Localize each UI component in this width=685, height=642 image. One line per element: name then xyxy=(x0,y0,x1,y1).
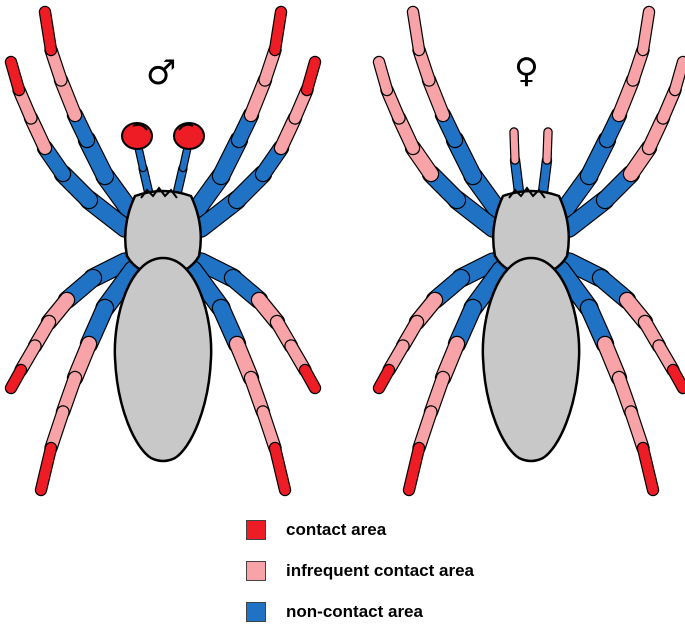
legend-swatch-infrequent xyxy=(246,561,266,581)
pedipalp-bulb xyxy=(121,122,153,150)
pedipalp-bulb xyxy=(173,122,205,150)
pedipalp-segment xyxy=(543,128,552,164)
legend-label: contact area xyxy=(286,520,387,539)
female-symbol: ♀ xyxy=(514,51,539,91)
spider-diagram xyxy=(4,5,685,497)
male-symbol: ♂ xyxy=(146,53,177,93)
leg-left-4-segment xyxy=(36,443,56,495)
pedipalp-segment xyxy=(180,147,190,171)
leg-right-4-segment xyxy=(270,443,290,495)
legend-item-infrequent: infrequent contact area xyxy=(246,560,474,582)
pedipalp-segment xyxy=(539,156,551,196)
leg-left-2-segment xyxy=(374,57,392,95)
leg-right-3-segment xyxy=(668,365,685,393)
leg-left-4-segment xyxy=(404,443,424,495)
leg-left-3-segment xyxy=(6,365,26,393)
pedipalp-segment xyxy=(511,156,523,196)
legend-item-contact: contact area xyxy=(246,519,474,541)
leg-left-2-segment xyxy=(6,57,24,95)
leg-right-2-segment xyxy=(670,57,685,95)
eye-region xyxy=(140,186,178,199)
leg-right-4-segment xyxy=(638,443,658,495)
leg-right-1-segment xyxy=(638,7,654,55)
leg-left-1-segment xyxy=(40,7,56,55)
legend-item-noncontact: non-contact area xyxy=(246,601,474,623)
legend-label: infrequent contact area xyxy=(286,561,474,580)
leg-right-3-segment xyxy=(300,365,320,393)
abdomen xyxy=(113,256,213,463)
leg-right-1-segment xyxy=(270,7,286,55)
leg-right-4-segment xyxy=(257,406,281,454)
leg-left-4-segment xyxy=(413,406,437,454)
pedipalp-segment xyxy=(510,128,519,164)
legend: contact area infrequent contact area non… xyxy=(246,519,474,642)
abdomen xyxy=(481,256,581,463)
pedipalp-segment xyxy=(173,164,187,198)
eye-region xyxy=(508,186,546,199)
legend-swatch-contact xyxy=(246,520,266,540)
leg-left-1-segment xyxy=(408,7,424,55)
pedipalp-hook xyxy=(132,123,148,131)
pedipalp-segment xyxy=(136,147,146,171)
leg-right-4-segment xyxy=(625,406,649,454)
leg-left-3-segment xyxy=(374,365,394,393)
leg-right-2-segment xyxy=(302,57,320,95)
legend-swatch-noncontact xyxy=(246,602,266,622)
pedipalp-hook xyxy=(178,123,194,131)
leg-left-4-segment xyxy=(45,406,69,454)
legend-label: non-contact area xyxy=(286,602,423,621)
